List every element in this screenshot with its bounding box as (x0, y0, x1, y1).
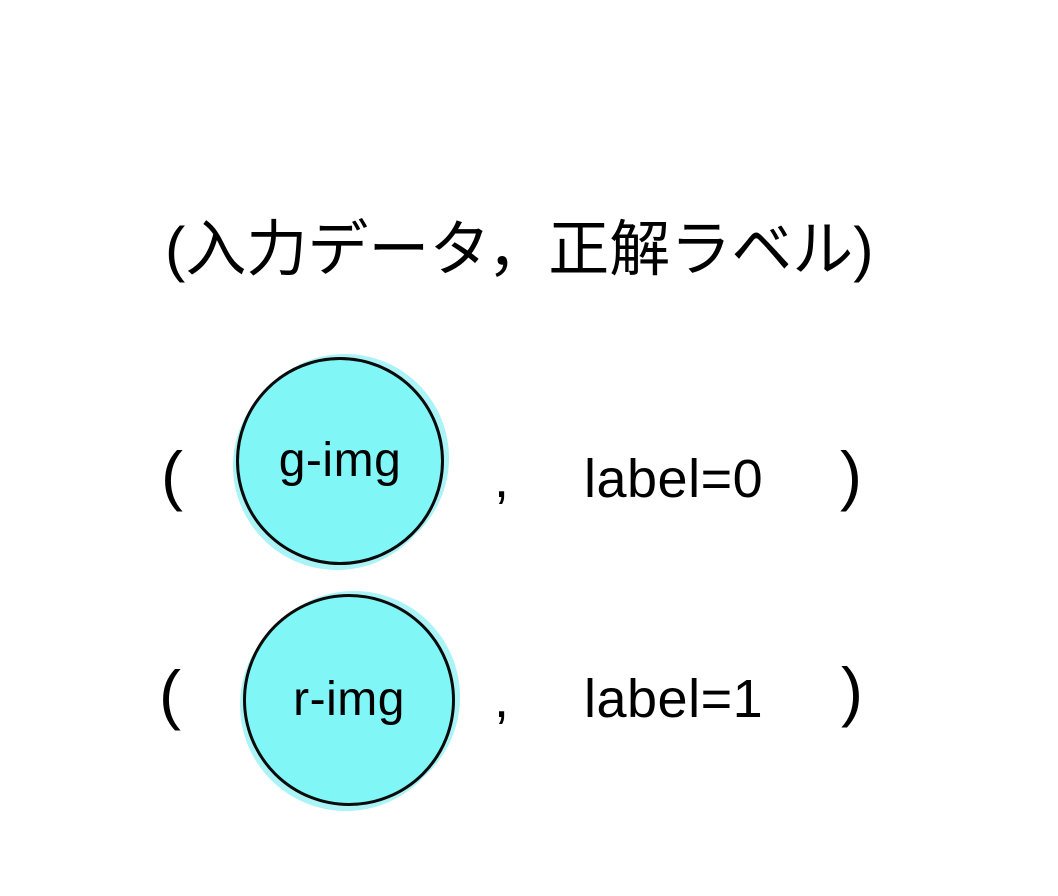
pair-comma: , (494, 669, 510, 729)
close-paren: ) (841, 654, 863, 728)
r-img-circle: r-img (243, 594, 455, 806)
label-value-0: label=0 (584, 449, 764, 509)
r-img-circle-label: r-img (293, 673, 405, 726)
open-paren: ( (161, 438, 183, 512)
g-img-circle: g-img (236, 357, 444, 565)
open-paren: ( (159, 657, 181, 731)
close-paren: ) (840, 438, 862, 512)
g-img-circle-label: g-img (278, 434, 402, 487)
pair-comma: , (494, 449, 510, 509)
slide-title: (入力データ，正解ラベル) (165, 215, 874, 283)
label-value-1: label=1 (584, 669, 764, 729)
